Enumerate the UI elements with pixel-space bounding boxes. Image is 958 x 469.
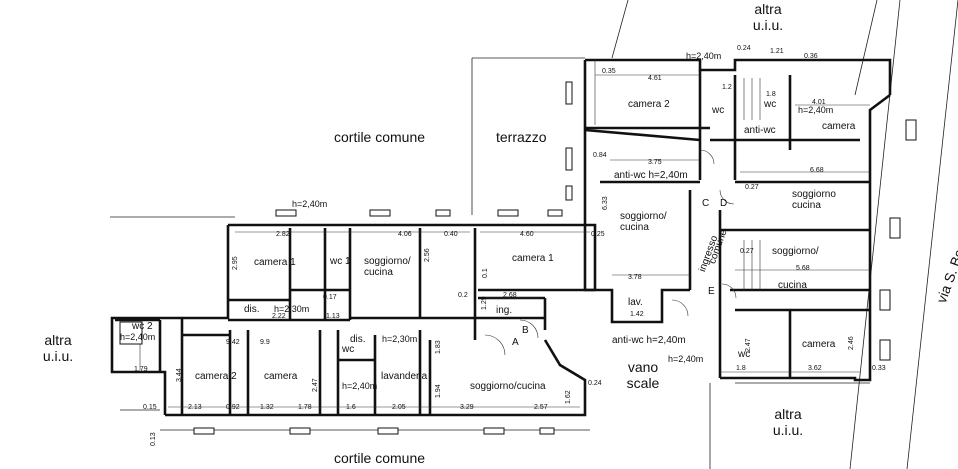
outer-wall [165, 339, 587, 417]
street-line [849, 0, 901, 469]
outer-wall [228, 223, 597, 290]
outer-wall [720, 93, 891, 382]
outer-wall [110, 225, 230, 415]
boundary-line [611, 0, 629, 59]
outer-wall [583, 60, 690, 324]
street-line [906, 0, 958, 469]
boundary-line [854, 0, 878, 96]
outer-wall [585, 58, 892, 95]
inner-wall [584, 128, 701, 142]
